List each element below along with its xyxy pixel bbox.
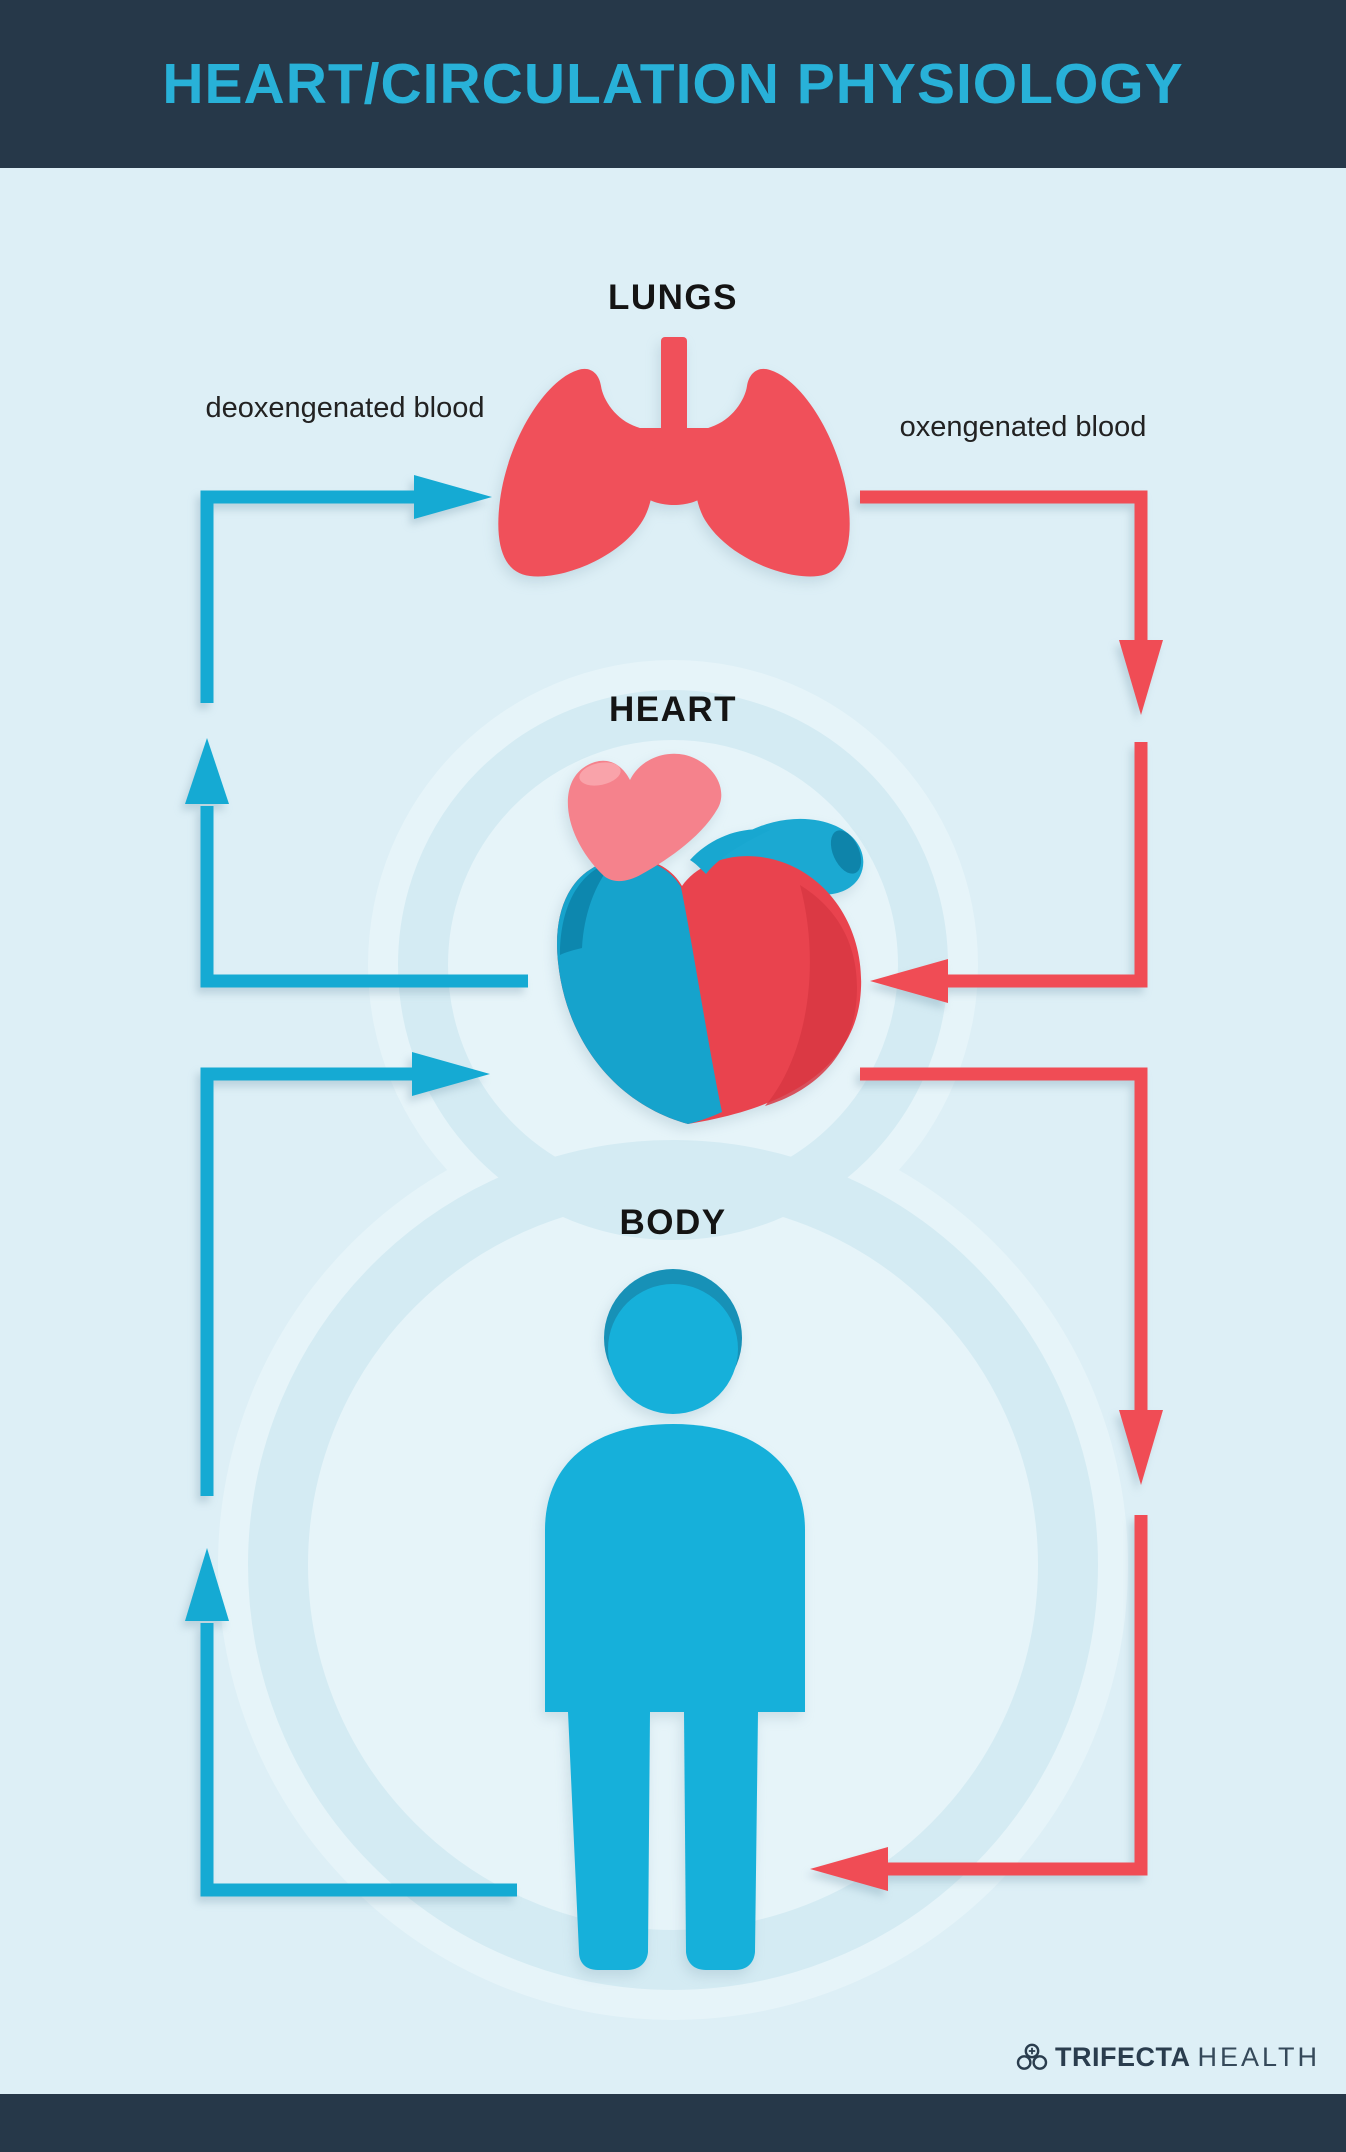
header-bar: HEART/CIRCULATION PHYSIOLOGY xyxy=(0,0,1346,168)
brand-name-light: HEALTH xyxy=(1197,2041,1320,2072)
oxygenated-flow-arrows xyxy=(810,490,1163,1891)
deoxygenated-flow-arrows xyxy=(185,475,528,1897)
oxygenated-blood-label: oxengenated blood xyxy=(899,411,1147,443)
body-icon xyxy=(545,1269,805,1970)
lungs-icon xyxy=(498,337,850,577)
body-to-heart-arrow xyxy=(185,1052,517,1897)
deoxygenated-blood-label: deoxengenated blood xyxy=(205,392,485,424)
heart-to-lungs-arrow xyxy=(185,475,528,988)
lungs-to-heart-arrow xyxy=(860,490,1163,1003)
heart-icon xyxy=(557,753,864,1124)
footer-bar xyxy=(0,2094,1346,2152)
lungs-label: LUNGS xyxy=(608,278,738,317)
heart-to-body-arrow xyxy=(810,1067,1163,1891)
brand-logo: TRIFECTA HEALTH xyxy=(1016,2040,1320,2074)
page-title: HEART/CIRCULATION PHYSIOLOGY xyxy=(162,52,1184,116)
body-label: BODY xyxy=(619,1203,727,1242)
trifecta-health-icon xyxy=(1016,2043,1048,2070)
heart-label: HEART xyxy=(608,690,738,729)
brand-name-bold: TRIFECTA xyxy=(1054,2041,1191,2072)
